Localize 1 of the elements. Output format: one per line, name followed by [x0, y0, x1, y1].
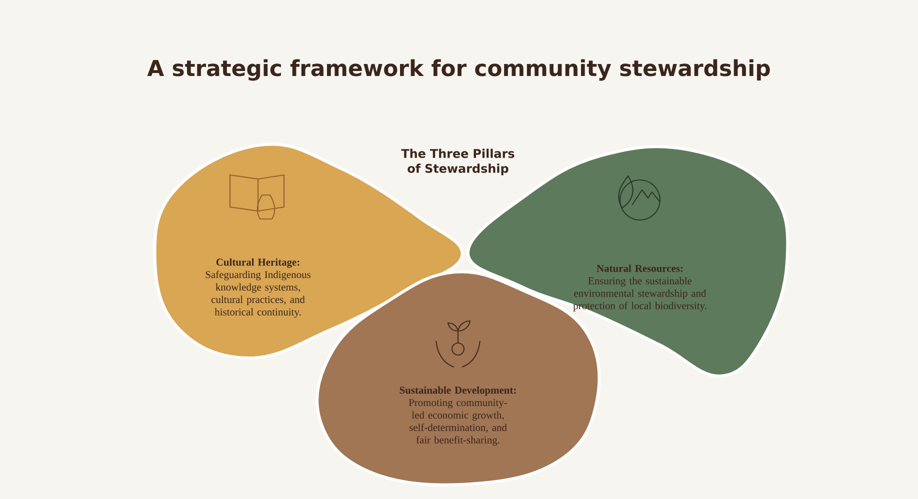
title: A strategic framework for community stewardship — [147, 59, 770, 81]
